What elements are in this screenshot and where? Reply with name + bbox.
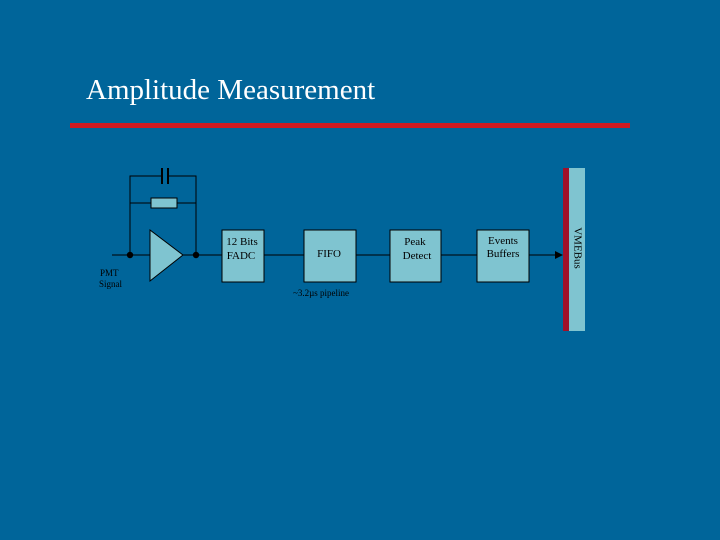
vme-bus-label-box xyxy=(569,168,585,331)
pipeline-label: ~3.2µs pipeline xyxy=(293,288,349,298)
fifo-label: FIFO xyxy=(317,248,341,260)
feedback-capacitor-wire xyxy=(129,175,162,255)
output-junction-dot xyxy=(192,251,200,259)
signal-label: Signal xyxy=(99,279,123,289)
peak-detect-block xyxy=(389,229,442,283)
vme-bus-bar xyxy=(563,168,569,331)
fifo-block xyxy=(303,229,357,283)
detect-label: Detect xyxy=(403,250,432,262)
events-to-bus-arrow xyxy=(555,251,563,259)
feedback-capacitor-wire-right xyxy=(168,175,197,255)
slide-title: Amplitude Measurement xyxy=(86,74,376,106)
buffers-label: Buffers xyxy=(487,248,520,260)
input-junction-dot xyxy=(126,251,134,259)
events-buffers-block xyxy=(476,229,530,283)
amplifier-triangle xyxy=(149,228,184,283)
feedback-network xyxy=(129,168,197,255)
title-underline xyxy=(70,123,630,128)
fadc-label: FADC xyxy=(227,250,256,262)
pmt-label: PMT xyxy=(100,268,119,278)
fadc-block xyxy=(221,229,265,283)
feedback-resistor xyxy=(150,197,178,209)
fadc-bits-label: 12 Bits xyxy=(226,236,257,248)
events-label: Events xyxy=(488,235,518,247)
peak-label: Peak xyxy=(404,236,426,248)
vme-bus-label: VMEBus xyxy=(571,227,583,269)
